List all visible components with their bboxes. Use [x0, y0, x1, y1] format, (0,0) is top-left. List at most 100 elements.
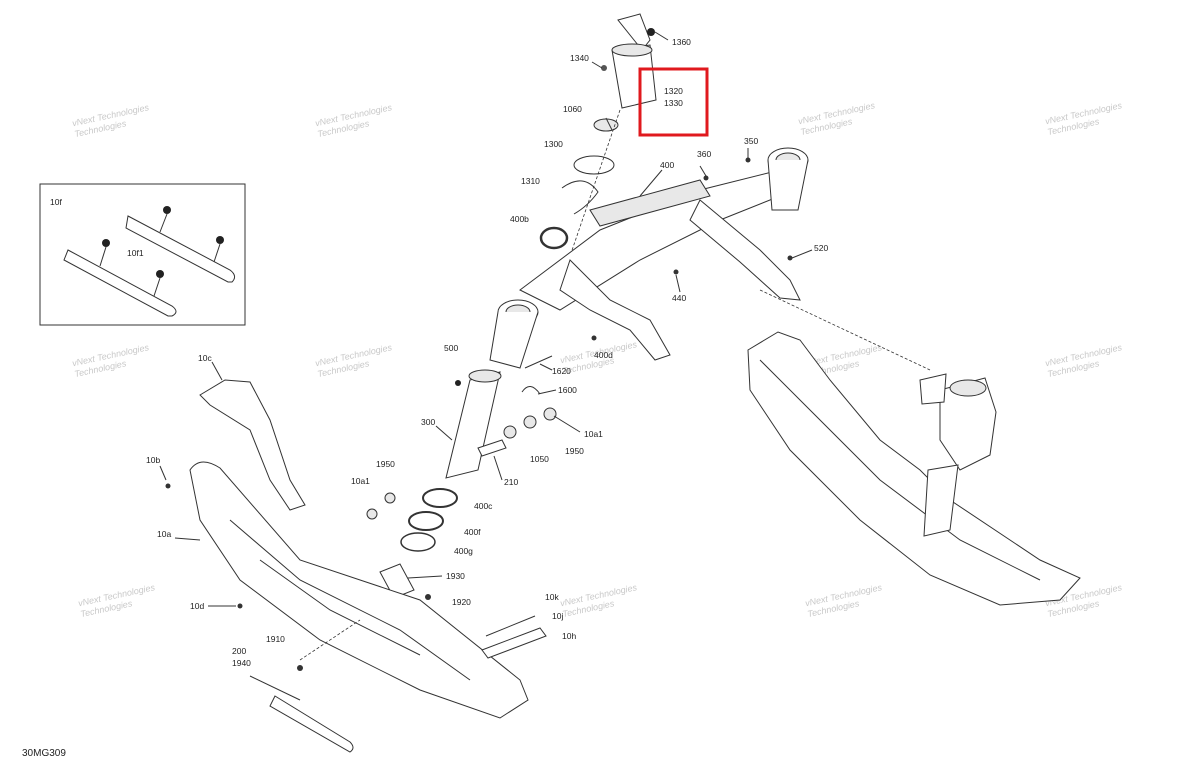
callout-1940[interactable]: 1940 [232, 658, 251, 668]
leader-line [591, 61, 603, 69]
callout-200[interactable]: 200 [232, 646, 246, 656]
bolt-520 [787, 255, 793, 261]
callout-400f[interactable]: 400f [464, 527, 481, 537]
bushing-1950-left [384, 492, 396, 504]
highlight-box [638, 67, 709, 137]
callout-350[interactable]: 350 [744, 136, 758, 146]
callout-10j[interactable]: 10j [552, 611, 563, 621]
callout-400[interactable]: 400 [660, 160, 674, 170]
inset-nut [163, 206, 171, 214]
ring-400b [539, 226, 569, 250]
callout-1600[interactable]: 1600 [558, 385, 577, 395]
right-shock [923, 464, 959, 537]
leader-line [159, 465, 167, 481]
callout-1950-right[interactable]: 1950 [565, 446, 584, 456]
callout-10b[interactable]: 10b [146, 455, 160, 465]
diagram-code: 30MG309 [22, 748, 66, 759]
bolt-360 [703, 175, 709, 181]
callout-10h[interactable]: 10h [562, 631, 576, 641]
leader-line [605, 117, 613, 131]
bolt-200 [249, 675, 301, 701]
leader-lines [159, 117, 813, 607]
callout-1320[interactable]: 1320 [664, 86, 683, 96]
callout-10c[interactable]: 10c [198, 353, 212, 363]
bolt-400d [591, 335, 597, 341]
nut-1910 [297, 665, 303, 671]
leader-line [539, 363, 553, 371]
callout-520[interactable]: 520 [814, 243, 828, 253]
callout-10a[interactable]: 10a [157, 529, 171, 539]
callout-10k[interactable]: 10k [545, 592, 559, 602]
plate-10h [481, 627, 547, 659]
leader-line [435, 425, 453, 441]
bolt-10d [237, 603, 243, 609]
right-ski-body [747, 331, 1081, 606]
inset-nut [102, 239, 110, 247]
leader-line [174, 537, 201, 541]
callout-1920[interactable]: 1920 [452, 597, 471, 607]
shock-top [468, 369, 502, 383]
callout-1910[interactable]: 1910 [266, 634, 285, 644]
callout-500[interactable]: 500 [444, 343, 458, 353]
main-frame [464, 147, 931, 431]
callout-10f1[interactable]: 10f1 [127, 248, 144, 258]
callout-440[interactable]: 440 [672, 293, 686, 303]
frame-arm-right [689, 199, 801, 301]
callout-1300[interactable]: 1300 [544, 139, 563, 149]
leader-line [407, 575, 443, 579]
inset-runner-upper [125, 215, 236, 283]
callout-1930[interactable]: 1930 [446, 571, 465, 581]
ring-400f [408, 511, 444, 531]
callout-1060[interactable]: 1060 [563, 104, 582, 114]
washer-1060 [593, 118, 619, 132]
ski-handle-10c [199, 379, 306, 511]
pin-210 [477, 439, 507, 457]
axis-line [299, 619, 361, 661]
callout-10a1-right[interactable]: 10a1 [584, 429, 603, 439]
leader-line [675, 274, 681, 293]
callout-1950-left[interactable]: 1950 [376, 459, 395, 469]
right-ski [747, 331, 1081, 606]
callout-1360[interactable]: 1360 [672, 37, 691, 47]
leader-line [639, 169, 663, 197]
callout-10f[interactable]: 10f [50, 197, 62, 207]
inset-stud [159, 213, 168, 233]
nut-1360 [647, 28, 655, 36]
callout-10d[interactable]: 10d [190, 601, 204, 611]
clip-1600 [521, 386, 541, 395]
callout-1050[interactable]: 1050 [530, 454, 549, 464]
bushing-1050 [503, 425, 517, 439]
bolt-440 [673, 269, 679, 275]
inset-nut [216, 236, 224, 244]
leader-line [791, 249, 813, 259]
callout-400b[interactable]: 400b [510, 214, 529, 224]
callout-400c[interactable]: 400c [474, 501, 493, 511]
callout-1330[interactable]: 1330 [664, 98, 683, 108]
callout-400g[interactable]: 400g [454, 546, 473, 556]
socket-body [767, 159, 809, 211]
bracket-plate [617, 13, 651, 51]
ski-body-10a [189, 461, 529, 719]
ski-keel-line [229, 519, 471, 681]
runner-bar [269, 695, 354, 753]
bushing-10a1 [543, 407, 557, 421]
callout-210[interactable]: 210 [504, 477, 518, 487]
inset-stud [213, 243, 221, 263]
callout-360[interactable]: 360 [697, 149, 711, 159]
callout-10a1-left[interactable]: 10a1 [351, 476, 370, 486]
ring-1300 [573, 155, 615, 175]
ring-400c [422, 488, 458, 508]
callout-1620[interactable]: 1620 [552, 366, 571, 376]
bolt-1920 [425, 594, 431, 600]
inset-stud [153, 277, 161, 297]
callout-1340[interactable]: 1340 [570, 53, 589, 63]
callout-300[interactable]: 300 [421, 417, 435, 427]
leader-line [493, 455, 503, 481]
callout-400d[interactable]: 400d [594, 350, 613, 360]
left-ski [165, 379, 547, 753]
callout-1310[interactable]: 1310 [521, 176, 540, 186]
nut-500 [455, 380, 461, 386]
inset-nut [156, 270, 164, 278]
